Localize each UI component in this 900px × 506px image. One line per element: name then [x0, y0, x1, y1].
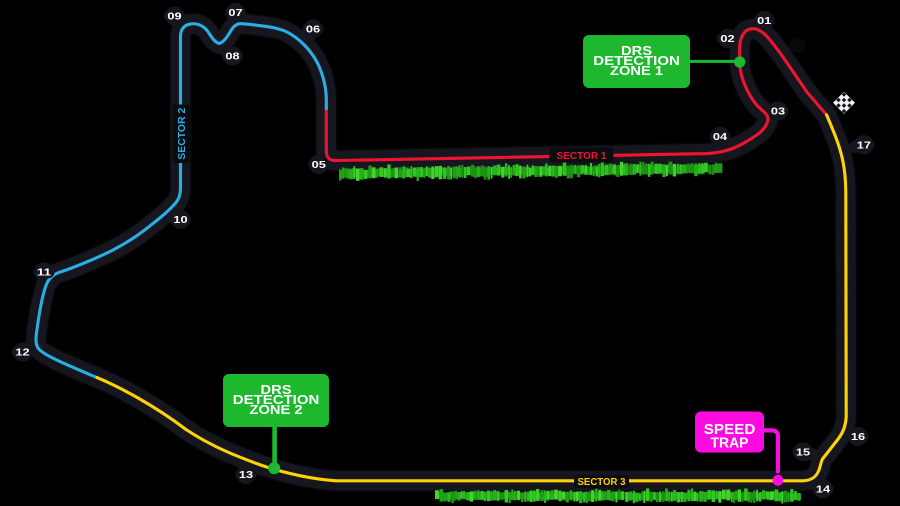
- svg-text:DETECTION: DETECTION: [593, 53, 680, 68]
- svg-text:DRS: DRS: [621, 43, 652, 58]
- svg-text:SECTOR 2: SECTOR 2: [177, 107, 188, 159]
- svg-text:SECTOR 3: SECTOR 3: [578, 477, 626, 488]
- svg-text:SECTOR 1: SECTOR 1: [557, 151, 607, 162]
- svg-text:06: 06: [306, 24, 320, 35]
- svg-text:03: 03: [771, 107, 785, 118]
- svg-text:ZONE 1: ZONE 1: [610, 63, 663, 78]
- svg-text:14: 14: [816, 485, 830, 496]
- svg-text:13: 13: [239, 470, 253, 481]
- svg-text:17: 17: [857, 140, 871, 151]
- svg-text:05: 05: [312, 160, 326, 171]
- svg-text:ZONE 2: ZONE 2: [250, 402, 303, 417]
- svg-text:07: 07: [228, 8, 242, 19]
- svg-text:02: 02: [720, 34, 734, 45]
- svg-text:08: 08: [225, 52, 239, 63]
- svg-text:15: 15: [796, 447, 810, 458]
- svg-text:10: 10: [173, 215, 187, 226]
- svg-text:04: 04: [713, 132, 727, 143]
- svg-text:11: 11: [37, 268, 51, 279]
- svg-text:16: 16: [851, 432, 865, 443]
- svg-text:TRAP: TRAP: [711, 436, 749, 452]
- svg-text:09: 09: [167, 12, 181, 23]
- svg-text:SPEED: SPEED: [704, 422, 756, 438]
- svg-text:12: 12: [15, 348, 29, 359]
- svg-text:01: 01: [757, 16, 771, 27]
- svg-text:DRS: DRS: [261, 382, 292, 397]
- svg-text:DETECTION: DETECTION: [233, 392, 319, 407]
